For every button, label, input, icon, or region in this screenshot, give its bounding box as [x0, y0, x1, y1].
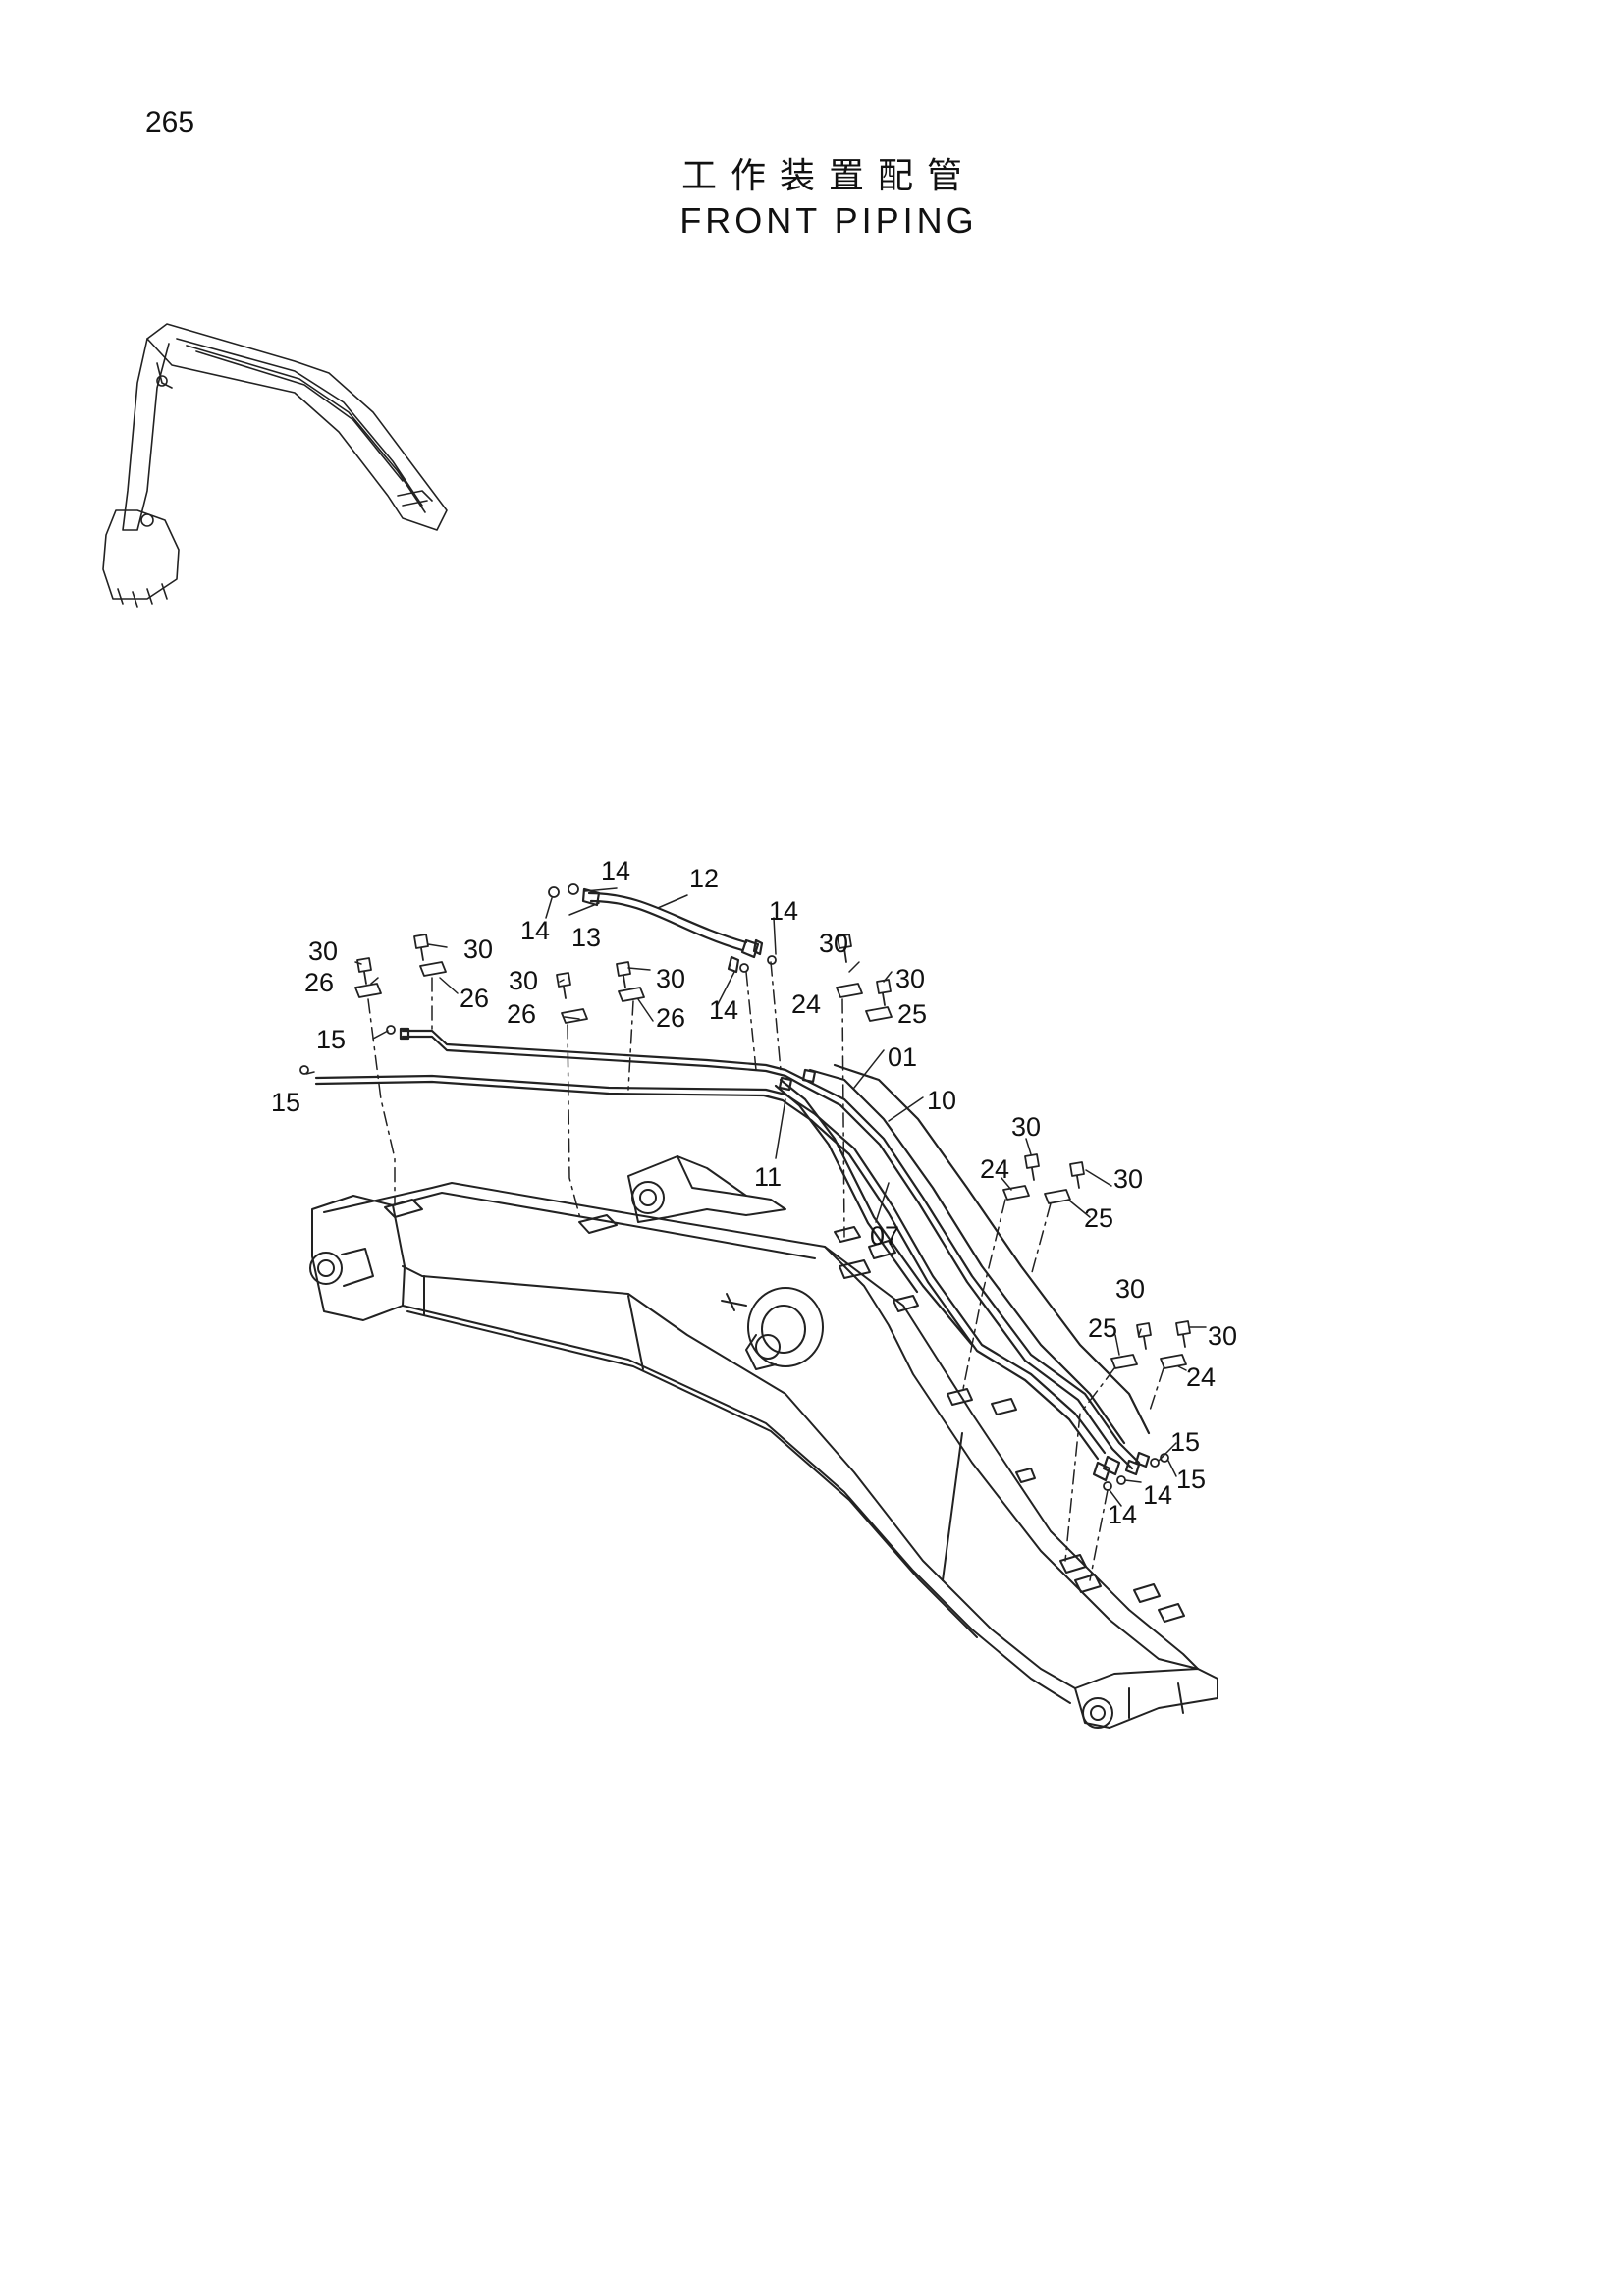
callout-24: 24	[1186, 1362, 1216, 1392]
callout-14: 14	[601, 856, 630, 885]
overview-thumbnail	[102, 323, 448, 608]
callout-30: 30	[1011, 1112, 1041, 1142]
callout-14: 14	[520, 916, 550, 945]
callout-30: 30	[463, 934, 493, 964]
assembly-lines	[367, 961, 1164, 1581]
callout-26: 26	[507, 999, 536, 1029]
callout-30: 30	[308, 936, 338, 966]
callout-01: 01	[888, 1042, 917, 1072]
callout-11: 11	[754, 1162, 782, 1192]
callout-10: 10	[927, 1086, 956, 1115]
callout-25: 25	[1088, 1313, 1117, 1343]
callout-30: 30	[1113, 1164, 1143, 1194]
page-title-chinese: 工作装置配管	[680, 156, 976, 196]
page-number: 265	[145, 106, 195, 138]
pipe-assembly	[314, 887, 1151, 1482]
callout-25: 25	[897, 999, 927, 1029]
callout-14: 14	[1143, 1480, 1172, 1510]
callout-30: 30	[509, 966, 538, 995]
callout-15: 15	[271, 1088, 300, 1117]
callout-26: 26	[656, 1003, 685, 1033]
fastener-parts	[299, 883, 1191, 1491]
callout-14: 14	[1108, 1500, 1137, 1529]
callout-25: 25	[1084, 1203, 1113, 1233]
boom-body	[309, 1155, 1218, 1729]
callout-13: 13	[571, 923, 601, 952]
callout-26: 26	[304, 968, 334, 997]
callout-15: 15	[1176, 1465, 1206, 1494]
callout-15: 15	[1170, 1427, 1200, 1457]
callout-14: 14	[769, 896, 798, 926]
callout-24: 24	[791, 989, 821, 1019]
callout-30: 30	[1208, 1321, 1237, 1351]
callout-30: 30	[895, 964, 925, 993]
page-title-english: FRONT PIPING	[679, 200, 978, 240]
callout-12: 12	[689, 864, 719, 893]
callout-24: 24	[980, 1154, 1009, 1184]
callout-30: 30	[1115, 1274, 1145, 1304]
callout-30: 30	[656, 964, 685, 993]
callout-15: 15	[316, 1025, 346, 1054]
callout-07: 07	[870, 1221, 899, 1251]
callout-labels: 14 12 14 13 14 14 30 30 26 26 30 30 26 2…	[271, 856, 1237, 1529]
leader-lines	[305, 887, 1207, 1507]
callout-26: 26	[460, 984, 489, 1013]
callout-30: 30	[819, 929, 848, 958]
callout-14: 14	[709, 995, 738, 1025]
